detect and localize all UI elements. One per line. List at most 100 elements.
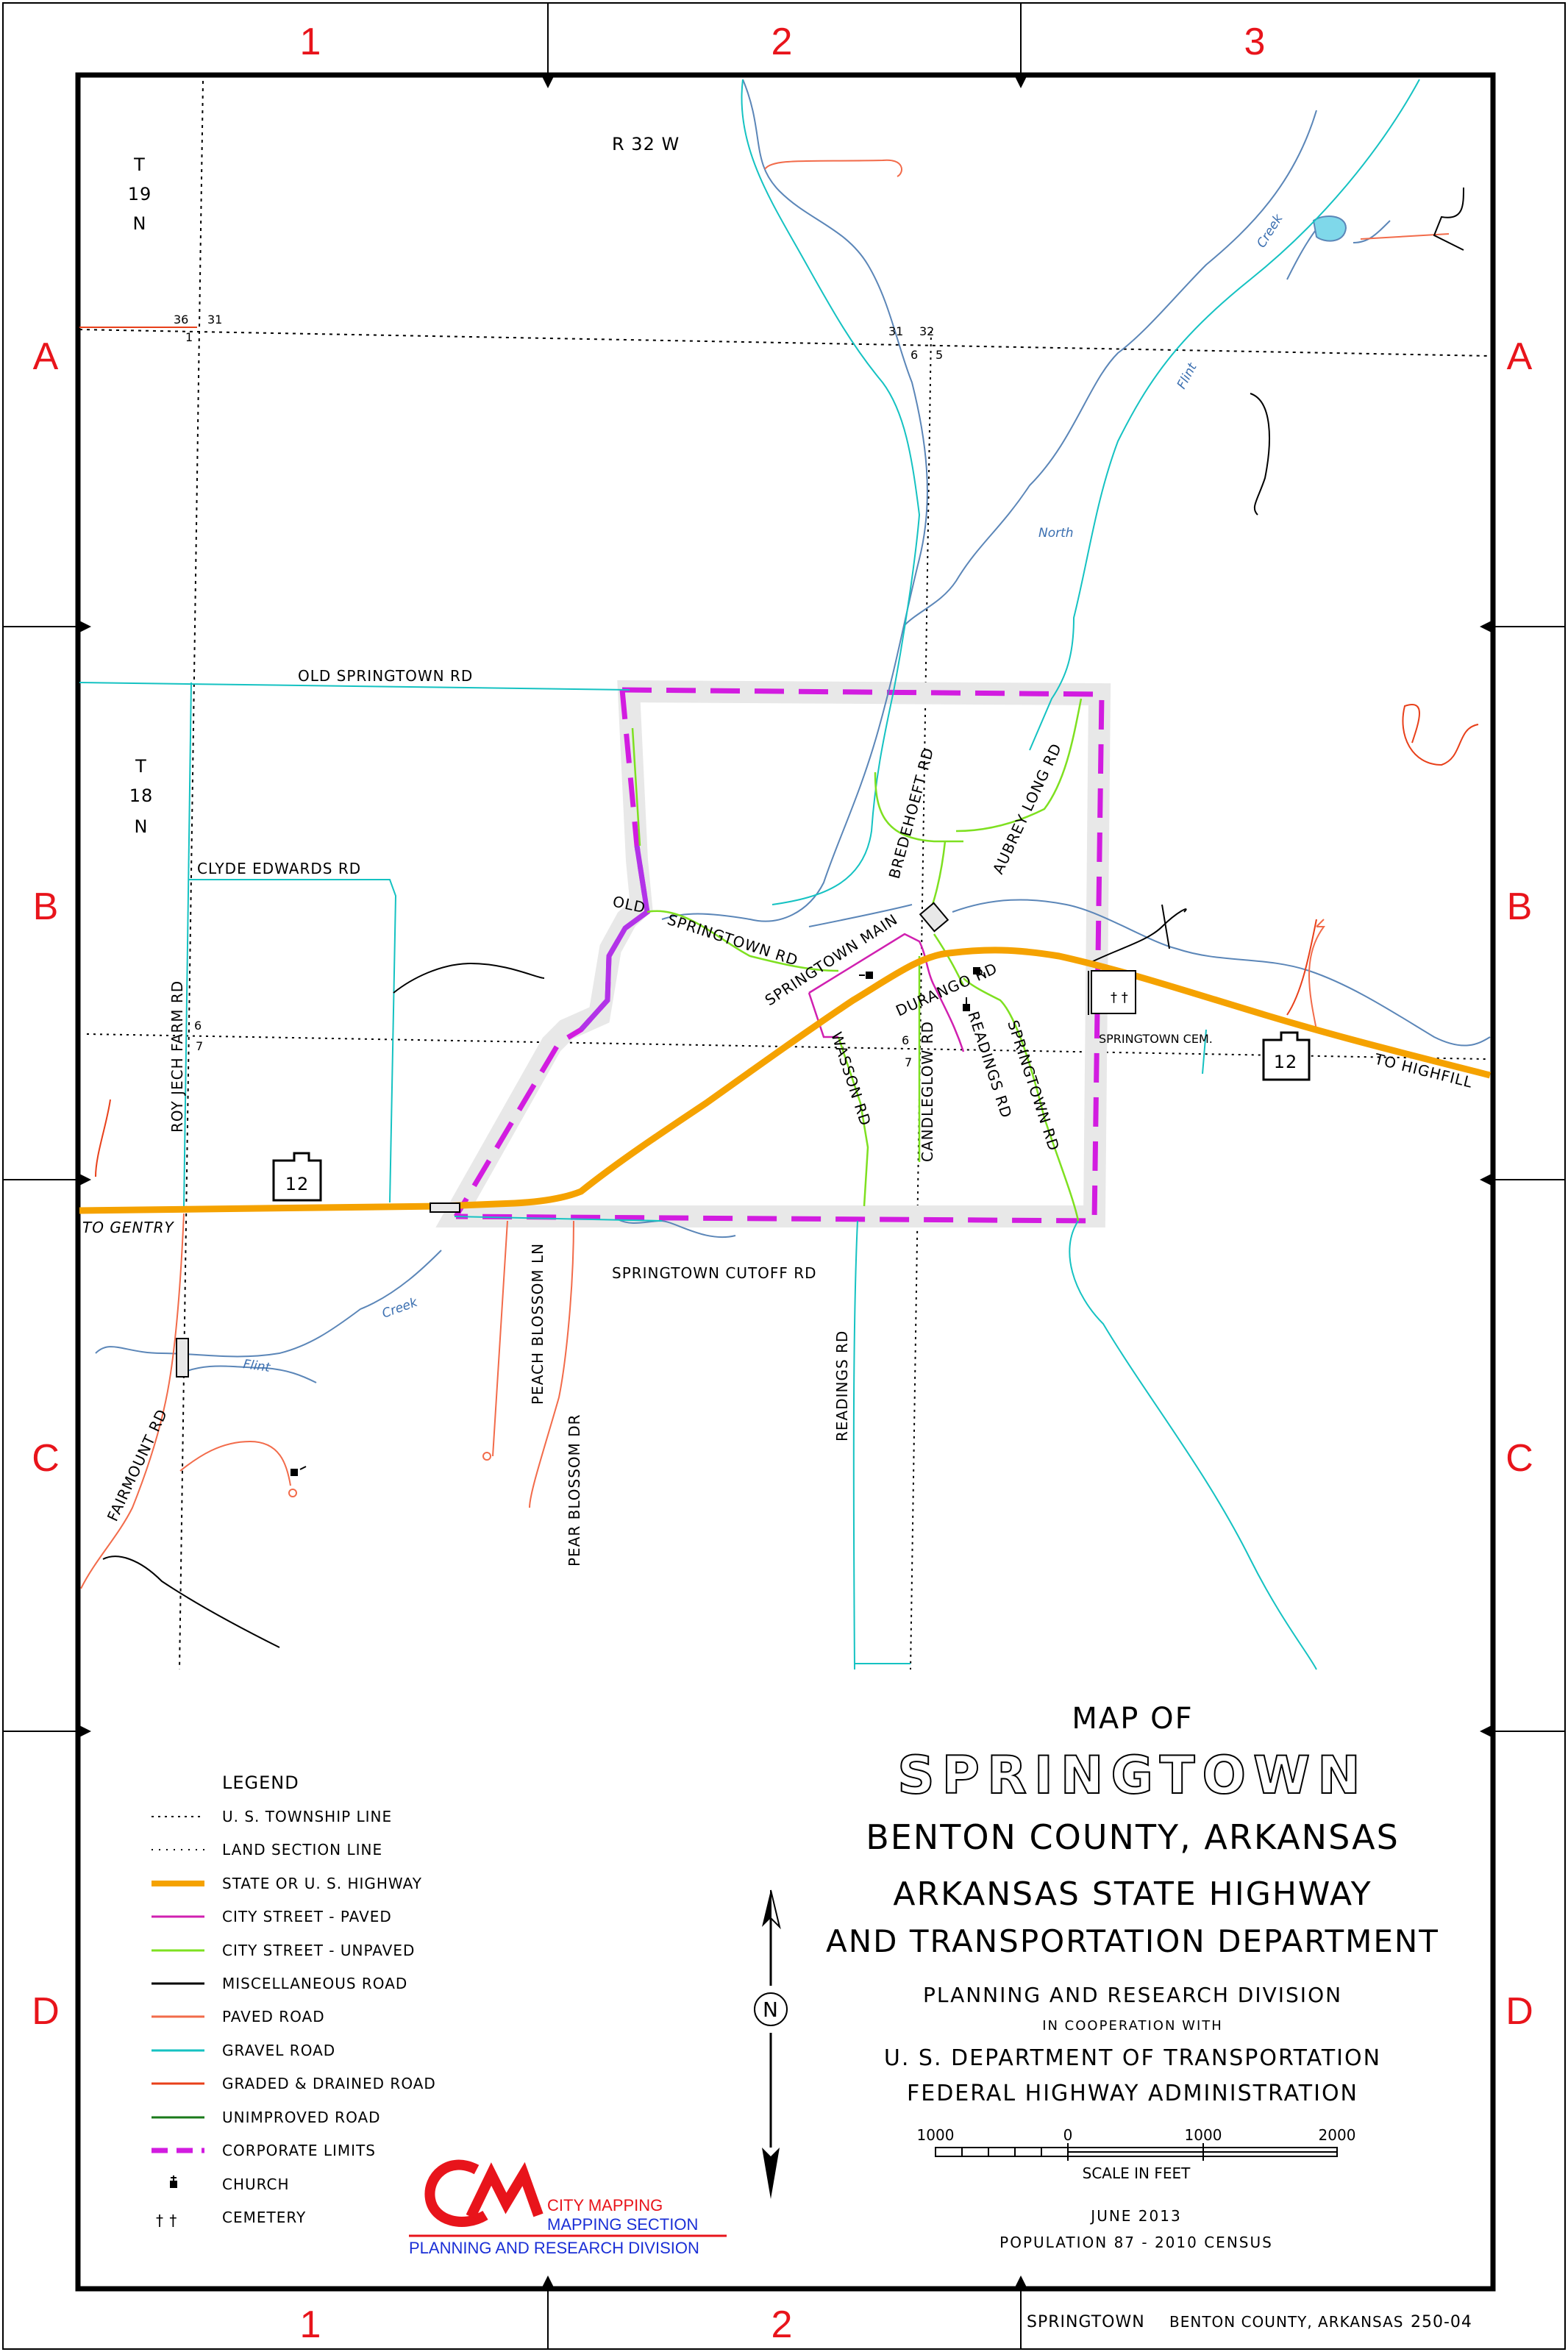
- peach-blossom-ln-label: PEACH BLOSSOM LN: [529, 1243, 546, 1405]
- population-label: POPULATION 87 - 2010 CENSUS: [999, 2234, 1273, 2251]
- aubrey-long-rd-label: AUBREY LONG RD: [989, 741, 1066, 877]
- road-end-circles: [288, 1452, 491, 1497]
- bridge-fairmount: [176, 1338, 189, 1378]
- bridge-west: [430, 1202, 460, 1213]
- frame-ticks: [79, 76, 1492, 2287]
- svg-text:T: T: [133, 154, 146, 175]
- road-labels: OLD SPRINGTOWN RD CLYDE EDWARDS RD ROY J…: [82, 667, 1475, 1567]
- grid-col-2-bottom: 2: [771, 2303, 793, 2346]
- bredehoeft-rd-label: BREDEHOEFT RD: [885, 746, 938, 881]
- legend-item-corporate-limits: CORPORATE LIMITS: [222, 2142, 376, 2159]
- svg-text:31: 31: [207, 313, 222, 327]
- highway-shield-east: 12: [1262, 1031, 1311, 1081]
- logo-line2: MAPPING SECTION: [547, 2215, 698, 2234]
- legend-item-church: CHURCH: [222, 2175, 290, 2193]
- legend-item-gravel-road: GRAVEL ROAD: [222, 2042, 335, 2059]
- graded-roads: [79, 327, 1479, 1177]
- svg-text:0: 0: [1063, 2126, 1073, 2144]
- scale-label: SCALE IN FEET: [1083, 2164, 1191, 2182]
- wasson-rd-label: WASSON RD: [827, 1030, 874, 1128]
- grid-row-c-left: C: [32, 1437, 60, 1480]
- pear-blossom-dr-label: PEAR BLOSSOM DR: [566, 1414, 583, 1567]
- pond: [1312, 215, 1347, 242]
- legend-title: LEGEND: [222, 1772, 299, 1793]
- svg-text:1000: 1000: [917, 2126, 955, 2144]
- svg-text:T: T: [135, 756, 147, 777]
- section-lines: [79, 80, 1491, 1670]
- creeks: [95, 79, 1491, 1383]
- svg-text:31: 31: [888, 324, 903, 338]
- svg-text:6: 6: [902, 1033, 909, 1047]
- candleglow-rd-label: CANDLEGLOW RD: [919, 1021, 936, 1162]
- legend-item-highway: STATE OR U. S. HIGHWAY: [222, 1875, 422, 1892]
- legend-item-section: LAND SECTION LINE: [222, 1841, 382, 1859]
- grid-row-a-right: A: [1507, 335, 1533, 378]
- legend-cemetery-icon: † †: [156, 2212, 177, 2229]
- dept-line2: AND TRANSPORTATION DEPARTMENT: [826, 1923, 1439, 1959]
- paved-streets: [808, 933, 965, 1052]
- grid-row-c-right: C: [1505, 1437, 1533, 1480]
- bridge-north: [919, 902, 949, 933]
- grid-col-1-top: 1: [300, 21, 321, 63]
- to-gentry-label: TO GENTRY: [82, 1219, 175, 1236]
- highway-12-west-label: 12: [285, 1174, 310, 1194]
- svg-text:18: 18: [129, 785, 154, 806]
- svg-text:1000: 1000: [1185, 2126, 1222, 2144]
- legend-item-paved-street: CITY STREET - PAVED: [222, 1908, 392, 1925]
- cemetery-icon: † †: [1091, 970, 1136, 1014]
- map-of-label: MAP OF: [1072, 1702, 1193, 1736]
- footer-sheet: 250-04: [1411, 2313, 1472, 2331]
- svg-text:6: 6: [194, 1019, 202, 1033]
- church-icon: [963, 997, 970, 1011]
- church-icon: [859, 972, 873, 979]
- old-springtown-rd-label: OLD SPRINGTOWN RD: [298, 667, 473, 685]
- county-title: BENTON COUNTY, ARKANSAS: [866, 1817, 1400, 1857]
- legend-item-cemetery: CEMETERY: [222, 2209, 306, 2226]
- grid-col-1-bottom: 1: [300, 2303, 321, 2346]
- church-icon: [291, 1466, 307, 1476]
- grid-row-a-left: A: [33, 335, 59, 378]
- unpaved-streets: [631, 698, 1083, 1222]
- gravel-roads: [79, 79, 1420, 1670]
- footer-county: BENTON COUNTY, ARKANSAS: [1169, 2313, 1403, 2331]
- paved-roads: [80, 159, 1450, 1589]
- north-circle: [754, 1992, 788, 2026]
- readings-rd-south-label: READINGS RD: [833, 1330, 851, 1442]
- dept-line1: ARKANSAS STATE HIGHWAY: [893, 1875, 1372, 1913]
- state-highway: [79, 947, 1492, 1214]
- svg-text:36: 36: [174, 313, 188, 327]
- cooperation-label: IN COOPERATION WITH: [1042, 2018, 1223, 2034]
- grid-row-d-right: D: [1505, 1990, 1533, 2033]
- svg-text:7: 7: [905, 1055, 912, 1069]
- fhwa-label: FEDERAL HIGHWAY ADMINISTRATION: [907, 2081, 1358, 2106]
- grid-col-2-top: 2: [771, 21, 793, 63]
- misc-roads: [102, 187, 1464, 1648]
- svg-text:7: 7: [196, 1039, 203, 1053]
- grid-col-3-top: 3: [1244, 21, 1266, 63]
- legend-item-unimproved-road: UNIMPROVED ROAD: [222, 2109, 381, 2126]
- footer-city: SPRINGTOWN: [1027, 2313, 1145, 2331]
- svg-text:N: N: [135, 816, 149, 837]
- springtown-cem-label: SPRINGTOWN CEM.: [1099, 1032, 1213, 1046]
- roy-jech-farm-rd-label: ROY JECH FARM RD: [168, 980, 186, 1133]
- svg-text:Creek: Creek: [1254, 211, 1286, 251]
- corporate-limits: [435, 680, 1111, 1227]
- logo-line3: PLANNING AND RESEARCH DIVISION: [409, 2239, 699, 2257]
- svg-text:North: North: [1038, 526, 1074, 541]
- legend-item-graded-road: GRADED & DRAINED ROAD: [222, 2075, 436, 2092]
- logo-line1: CITY MAPPING: [547, 2196, 663, 2214]
- springtown-rd-v-label: SPRINGTOWN RD: [1004, 1018, 1063, 1153]
- legend-item-township: U. S. TOWNSHIP LINE: [222, 1808, 392, 1825]
- svg-text:5: 5: [936, 348, 943, 362]
- church-symbols: [291, 967, 986, 1476]
- north-arrow: N: [754, 1889, 788, 2199]
- logo-m-mark: [466, 2162, 544, 2220]
- svg-text:32: 32: [919, 324, 934, 338]
- fairmount-rd-label: FAIRMOUNT RD: [104, 1406, 171, 1524]
- township-19: T 19 N: [128, 154, 152, 234]
- legend-item-misc-road: MISCELLANEOUS ROAD: [222, 1975, 407, 1992]
- legend-church-icon: [170, 2175, 177, 2188]
- bridges: [176, 902, 949, 1378]
- svg-text:Flint: Flint: [1175, 360, 1200, 391]
